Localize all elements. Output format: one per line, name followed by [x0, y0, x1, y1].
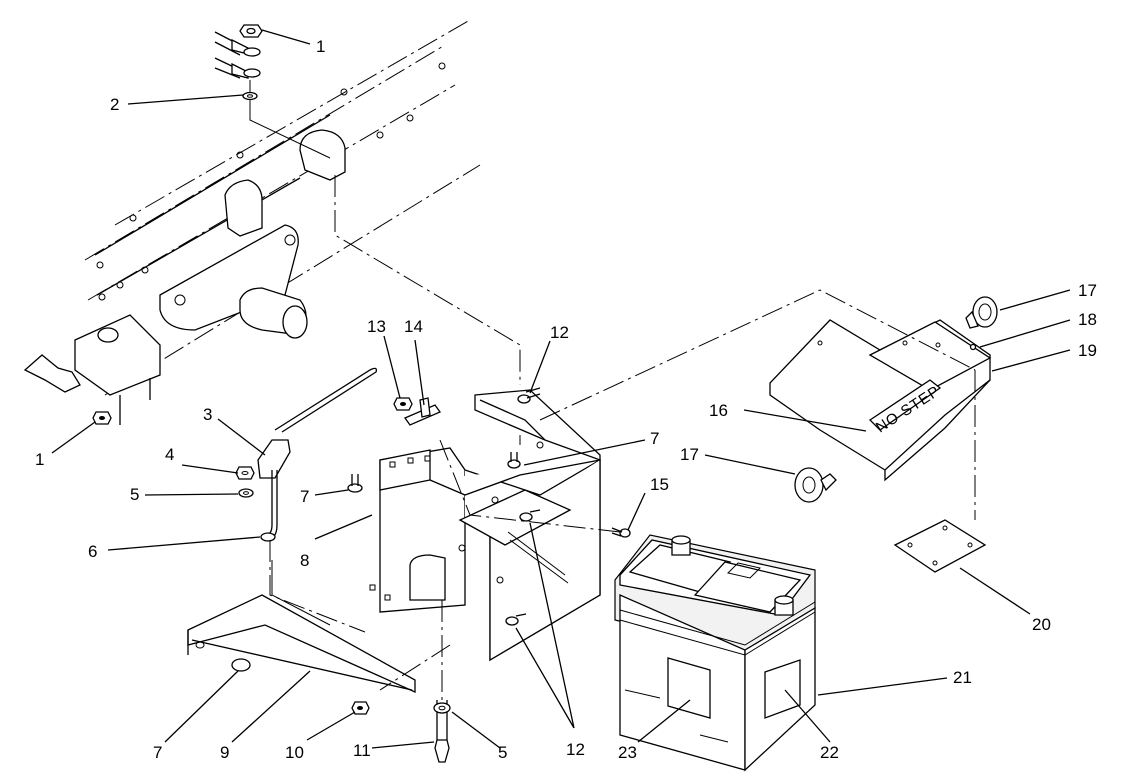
callout-2: 2 [110, 95, 119, 114]
callout-9: 9 [220, 743, 229, 762]
callout-5-bottom: 5 [498, 743, 507, 762]
step-platform: NO STEP [769, 319, 992, 482]
callout-21: 21 [953, 668, 972, 687]
rivet-18 [969, 343, 977, 351]
callout-17-lower: 17 [680, 445, 699, 464]
callout-16: 16 [709, 401, 728, 420]
hex-nut-top [239, 24, 263, 38]
callouts: 1 2 1 3 4 5 6 7 8 7 9 10 11 5 12 13 14 1… [35, 37, 1097, 762]
battery-decal-front [624, 657, 729, 743]
flat-washer-cover [433, 702, 451, 714]
flange-nut-left [92, 411, 112, 425]
knob-lower [794, 467, 837, 503]
callout-8: 8 [300, 551, 309, 570]
frame-bracket [23, 224, 308, 425]
cap-screw-mid [519, 509, 541, 522]
phantom-lines [119, 175, 976, 700]
callout-4: 4 [165, 445, 174, 464]
carriage-bolt-cover [231, 658, 251, 672]
battery [614, 534, 816, 772]
callout-5-left: 5 [130, 485, 139, 504]
flange-nut-cover [351, 701, 370, 715]
callout-7-left: 7 [300, 487, 309, 506]
hex-nut-rod [235, 466, 255, 480]
callout-14: 14 [404, 317, 423, 336]
callout-20: 20 [1032, 615, 1051, 634]
callout-13: 13 [367, 317, 386, 336]
callout-12-top: 12 [550, 323, 569, 342]
leader-lines [51, 29, 1071, 749]
callout-7-bottom: 7 [153, 743, 162, 762]
j-bolt-hook [260, 532, 276, 542]
callout-6: 6 [88, 542, 97, 561]
cap-screw-lower [505, 613, 527, 626]
callout-19: 19 [1078, 341, 1097, 360]
flat-washer-rod [238, 488, 254, 498]
callout-18: 18 [1078, 310, 1097, 329]
callout-17-upper: 17 [1078, 281, 1097, 300]
cap-screw-upper [517, 387, 541, 404]
battery-tray [369, 389, 601, 662]
callout-1-top: 1 [316, 37, 325, 56]
knob-upper [965, 296, 998, 329]
callout-11: 11 [353, 741, 371, 760]
callout-15: 15 [650, 475, 669, 494]
hold-down-rod [257, 367, 378, 626]
callout-1-left: 1 [35, 450, 44, 469]
hold-down-clamp [404, 397, 441, 426]
callout-23: 23 [618, 743, 637, 762]
plate-20 [893, 519, 987, 573]
callout-3: 3 [203, 405, 212, 424]
carriage-bolt-left [347, 474, 363, 493]
battery-cables [214, 31, 331, 159]
star-lock-washer [242, 91, 258, 101]
callout-10: 10 [285, 743, 304, 762]
screw-15 [611, 527, 631, 538]
battery-cover [187, 594, 416, 694]
callout-7-right: 7 [650, 429, 659, 448]
flange-nut-clamp [393, 397, 413, 411]
battery-decal-side [764, 659, 801, 719]
callout-22: 22 [820, 743, 839, 762]
carriage-bolt-mid [507, 452, 521, 469]
callout-12-bottom: 12 [566, 740, 585, 759]
